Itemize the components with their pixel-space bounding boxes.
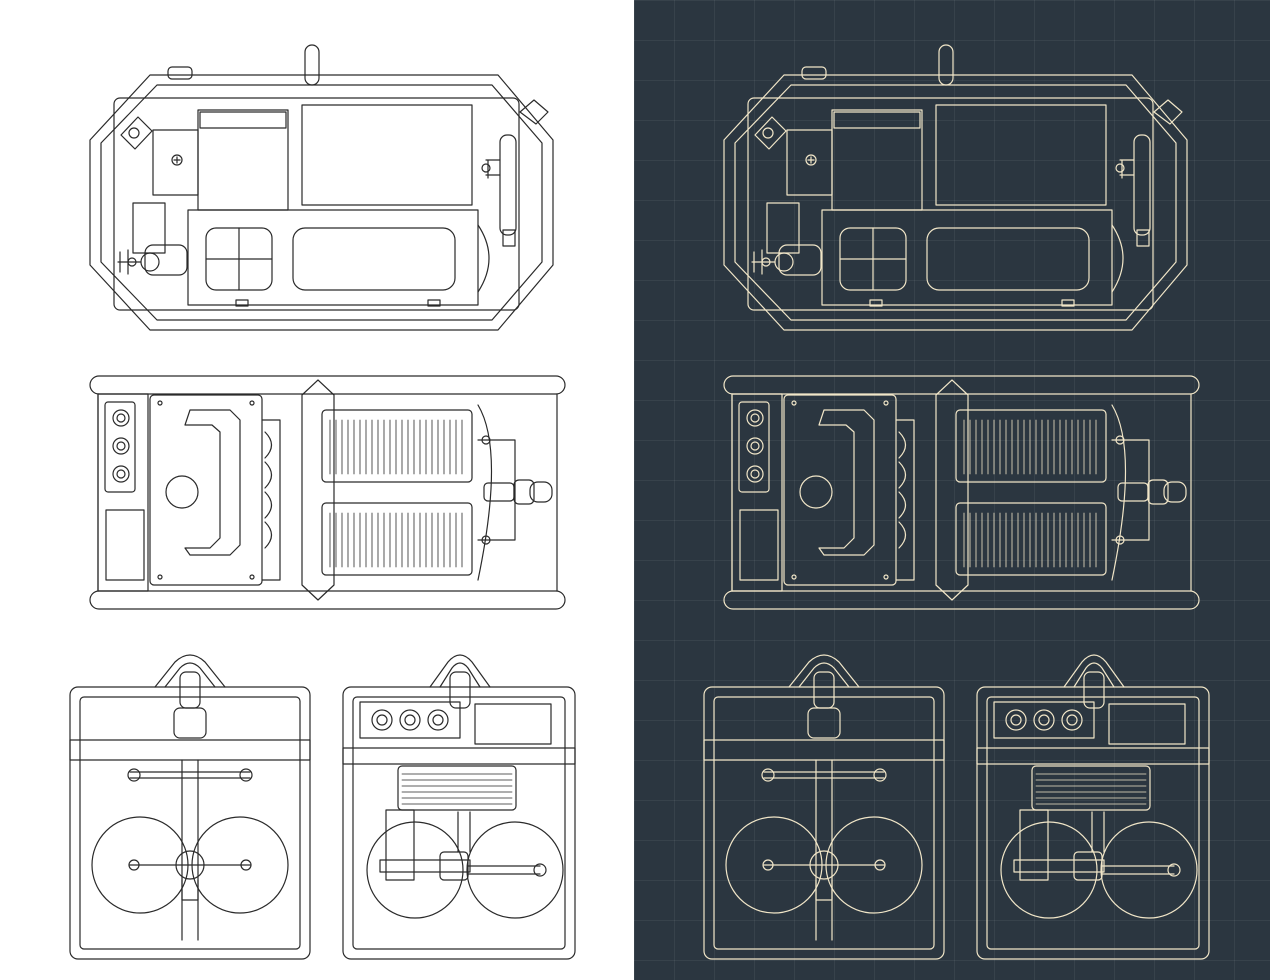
side-view-drawing — [90, 376, 565, 609]
dark-drawing — [703, 44, 1210, 960]
end-view-left-drawing — [70, 655, 310, 959]
top-view-drawing — [90, 45, 553, 330]
dark-blueprint-panel — [634, 0, 1270, 980]
end-view-right-drawing — [343, 655, 575, 959]
light-blueprint-panel — [0, 0, 634, 980]
light-drawing — [0, 0, 634, 980]
